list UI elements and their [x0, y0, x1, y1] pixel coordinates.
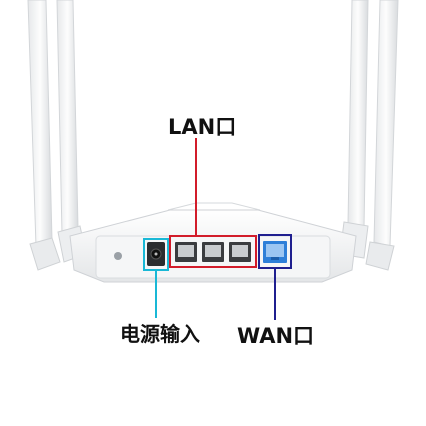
antenna-right-outer	[365, 0, 399, 271]
lan-port-3	[229, 242, 251, 262]
power-port	[147, 242, 165, 266]
wan-port	[263, 241, 287, 263]
wan-label: WAN口	[237, 324, 315, 348]
reset-hole	[114, 252, 122, 260]
lan-port-2	[202, 242, 224, 262]
power-input-label: 电源输入	[120, 322, 200, 346]
antenna-left-outer	[27, 0, 61, 271]
lan-port-1	[175, 242, 197, 262]
lan-label: LAN口	[168, 115, 237, 139]
antenna-left-inner	[56, 0, 87, 263]
lan-ports-highlight	[169, 235, 257, 268]
antenna-right-inner	[339, 0, 369, 259]
